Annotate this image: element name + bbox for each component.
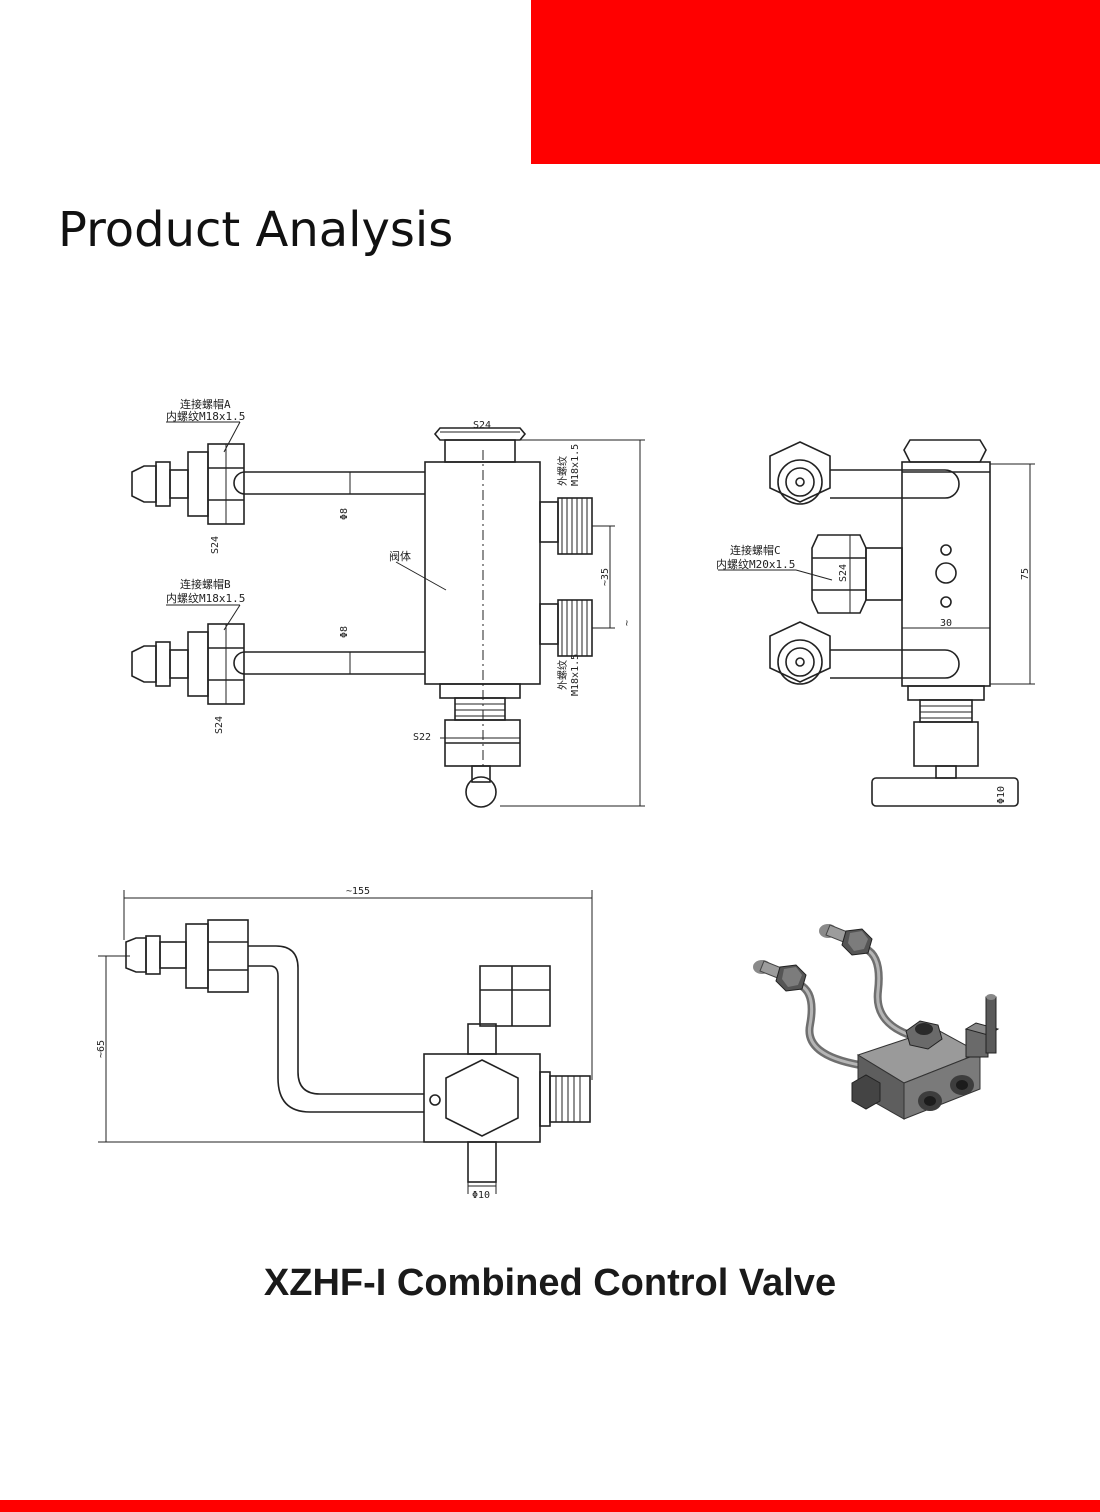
s24-a-label: S24	[210, 536, 221, 554]
front-view-drawing	[131, 421, 645, 808]
page-title: Product Analysis	[58, 202, 454, 258]
phi8-b-label: Φ8	[339, 626, 350, 638]
ext-thread-bot-2: M18x1.5	[570, 654, 581, 696]
top-view-drawing	[98, 890, 593, 1194]
front-view-labels: 连接螺帽A 内螺纹M18x1.5 连接螺帽B 内螺纹M18x1.5 S24 S2…	[166, 398, 633, 743]
dim-65-label: ~65	[96, 1040, 107, 1058]
product-3d-render	[753, 924, 1000, 1120]
side-phi10-label: Φ10	[996, 786, 1007, 804]
footer-red-bar	[0, 1500, 1100, 1512]
dim-height-label: ~	[622, 620, 633, 626]
s22-label: S22	[413, 732, 431, 743]
s24-b-label: S24	[214, 716, 225, 734]
nut-c-thread: 内螺纹M20x1.5	[716, 557, 795, 571]
nut-a-thread: 内螺纹M18x1.5	[166, 409, 245, 423]
top-phi10-label: Φ10	[472, 1190, 490, 1201]
body-label: 阀体	[389, 549, 411, 563]
nut-b-label: 连接螺帽B	[180, 578, 231, 591]
ext-thread-bot-1: 外螺纹	[556, 660, 569, 690]
s24-top-label: S24	[473, 420, 491, 431]
ext-thread-top-1: 外螺纹	[556, 456, 569, 486]
phi8-a-label: Φ8	[339, 508, 350, 520]
top-view-labels: ~155 ~65 Φ10	[96, 886, 490, 1201]
header-red-block	[531, 0, 1100, 164]
side-view-labels: 连接螺帽C 内螺纹M20x1.5 S24 30 75 Φ10	[716, 544, 1031, 804]
dim-35-label: ~35	[600, 568, 611, 586]
nut-b-thread: 内螺纹M18x1.5	[166, 591, 245, 605]
dim-30-label: 30	[940, 618, 952, 629]
side-view-drawing	[718, 439, 1035, 807]
nut-c-label: 连接螺帽C	[730, 544, 781, 557]
dim-75-label: 75	[1020, 568, 1031, 580]
nut-a-label: 连接螺帽A	[180, 398, 231, 411]
side-s24-label: S24	[838, 564, 849, 582]
dim-155-label: ~155	[346, 886, 370, 897]
ext-thread-top-2: M18x1.5	[570, 444, 581, 486]
product-title: XZHF-I Combined Control Valve	[263, 1262, 837, 1304]
